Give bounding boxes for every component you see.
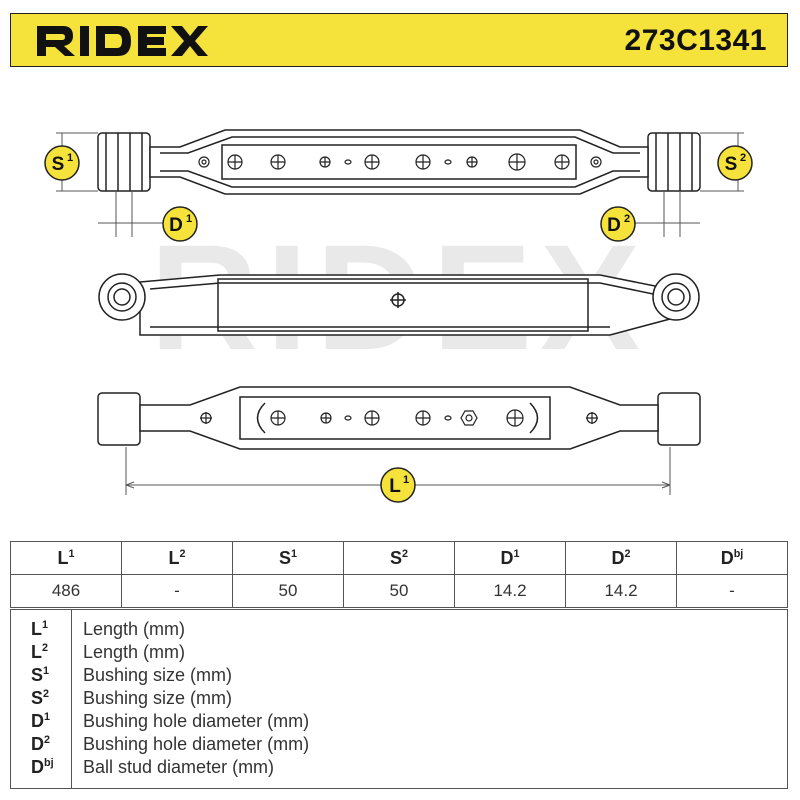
part-number: 273C1341	[624, 24, 767, 57]
spec-table: L1 L2 S1 S2 D1 D2 Dbj 486 - 50 50 14.2 1…	[10, 541, 788, 608]
legend-desc: Bushing hole diameter (mm)	[83, 734, 310, 754]
svg-text:L: L	[389, 476, 401, 497]
svg-text:2: 2	[624, 213, 630, 225]
spec-table-header-row: L1 L2 S1 S2 D1 D2 Dbj	[10, 541, 788, 575]
bottom-view-holes	[200, 409, 598, 427]
legend-divider	[71, 610, 72, 788]
svg-text:1: 1	[186, 213, 192, 225]
value-dbj: -	[676, 574, 788, 608]
legend-row: L1 Length (mm)	[11, 619, 789, 642]
legend-row: Dbj Ball stud diameter (mm)	[11, 757, 789, 780]
legend-key: Dbj	[31, 757, 54, 777]
value-d2: 14.2	[565, 574, 677, 608]
spec-table-value-row: 486 - 50 50 14.2 14.2 -	[10, 574, 788, 608]
legend-row: S2 Bushing size (mm)	[11, 688, 789, 711]
callout-d1: D 1	[162, 206, 198, 242]
svg-text:2: 2	[740, 152, 746, 164]
header-l2: L2	[121, 541, 233, 575]
callout-l1: L 1	[380, 467, 416, 503]
legend-desc: Bushing size (mm)	[83, 688, 233, 708]
legend-desc: Ball stud diameter (mm)	[83, 757, 275, 777]
header-s2: S2	[343, 541, 455, 575]
value-l1: 486	[10, 574, 122, 608]
svg-text:1: 1	[403, 474, 409, 486]
legend-row: D1 Bushing hole diameter (mm)	[11, 711, 789, 734]
svg-text:1: 1	[67, 152, 73, 164]
legend-desc: Length (mm)	[83, 642, 186, 662]
technical-drawing: RIDEX	[44, 129, 753, 503]
legend-row: L2 Length (mm)	[11, 642, 789, 665]
bottom-view	[97, 386, 701, 450]
header-l1: L1	[10, 541, 122, 575]
top-view	[97, 129, 701, 195]
value-l2: -	[121, 574, 233, 608]
callout-s2: S 2	[717, 145, 753, 181]
header-d2: D2	[565, 541, 677, 575]
callout-s1: S 1	[44, 145, 80, 181]
legend-row: S1 Bushing size (mm)	[11, 665, 789, 688]
legend-desc: Bushing hole diameter (mm)	[83, 711, 310, 731]
value-d1: 14.2	[454, 574, 566, 608]
header-d1: D1	[454, 541, 566, 575]
legend-key: L1	[31, 619, 49, 639]
value-s1: 50	[232, 574, 344, 608]
legend-desc: Bushing size (mm)	[83, 665, 233, 685]
legend-key: D2	[31, 734, 51, 754]
svg-text:S: S	[52, 154, 65, 175]
legend: L1 Length (mm) L2 Length (mm) S1 Bushing…	[10, 609, 788, 789]
ridex-logo	[37, 26, 208, 56]
legend-key: S2	[31, 688, 50, 708]
header-s1: S1	[232, 541, 344, 575]
legend-key: S1	[31, 665, 50, 685]
dimension-lines-top	[56, 132, 744, 237]
svg-text:D: D	[169, 215, 183, 236]
svg-text:S: S	[725, 154, 738, 175]
value-s2: 50	[343, 574, 455, 608]
legend-key: L2	[31, 642, 49, 662]
legend-desc: Length (mm)	[83, 619, 186, 639]
svg-text:D: D	[607, 215, 621, 236]
side-view	[98, 273, 700, 336]
header-bar: 273C1341	[10, 13, 788, 67]
top-view-holes	[198, 153, 602, 171]
header-dbj: Dbj	[676, 541, 788, 575]
callout-d2: D 2	[600, 206, 636, 242]
legend-row: D2 Bushing hole diameter (mm)	[11, 734, 789, 757]
legend-key: D1	[31, 711, 51, 731]
